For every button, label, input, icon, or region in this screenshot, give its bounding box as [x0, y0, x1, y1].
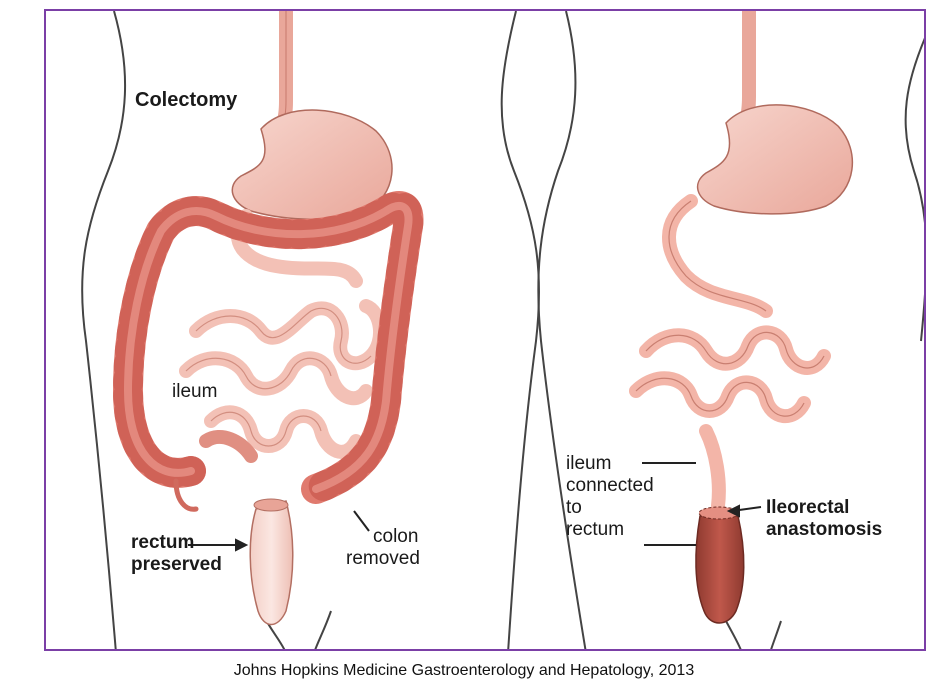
- right-rectum: [696, 516, 744, 623]
- left-stomach: [232, 110, 392, 219]
- right-stomach: [698, 105, 853, 214]
- ileum-connected-label-2: connected: [566, 475, 654, 497]
- right-small-intestine: [636, 201, 824, 506]
- ileorectal-label: Ileorectal: [766, 497, 849, 519]
- rectum-arrow: [188, 540, 246, 550]
- illustration-frame: Colectomy ileum rectum preserved colon r…: [44, 9, 926, 651]
- colon-pointer: [354, 511, 369, 531]
- colectomy-title: Colectomy: [135, 89, 237, 111]
- left-ileum-segment: [206, 437, 251, 456]
- anastomosis-label: anastomosis: [766, 519, 882, 541]
- ileum-connected-label-1: ileum: [566, 453, 611, 475]
- left-rectum-top: [254, 499, 288, 511]
- ileum-connected-label-4: rectum: [566, 519, 624, 541]
- left-rectum: [250, 501, 293, 625]
- ileum-connected-label-3: to: [566, 497, 582, 519]
- figure-caption: Johns Hopkins Medicine Gastroenterology …: [0, 662, 928, 680]
- colon-label: colon: [373, 526, 418, 548]
- ileum-label: ileum: [172, 381, 217, 403]
- removed-label: removed: [346, 548, 420, 570]
- preserved-label: preserved: [131, 554, 222, 576]
- rectum-label: rectum: [131, 532, 194, 554]
